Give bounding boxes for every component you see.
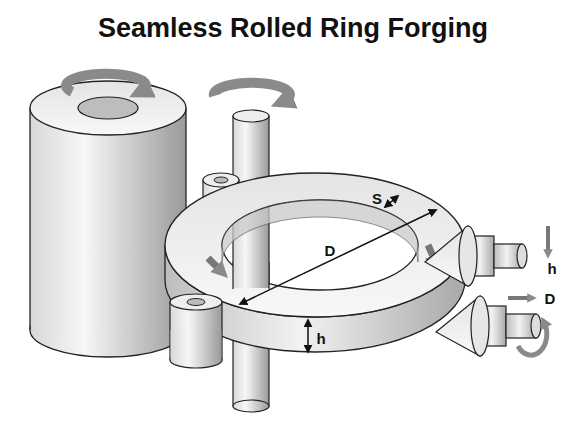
- ring-inner-wall: [222, 200, 418, 262]
- shaft-end: [517, 244, 527, 268]
- diagram-title: Seamless Rolled Ring Forging: [98, 13, 488, 44]
- shaft-end: [531, 314, 541, 338]
- main-roll-edge: [29, 108, 30, 330]
- wall-arrow: [385, 196, 398, 207]
- axial-motion-arrow: [546, 226, 550, 254]
- guide-roll-bore: [187, 299, 205, 306]
- flow-arrow: [208, 258, 222, 272]
- mandrel-edge: [268, 262, 269, 289]
- rotation-arrow: [66, 74, 146, 92]
- guide-roll: [170, 294, 222, 368]
- main-roll-body: [30, 108, 186, 330]
- height-label: h: [316, 330, 325, 347]
- mandrel-top: [233, 110, 269, 122]
- height-label: h: [547, 260, 556, 277]
- main-roll-bore: [78, 97, 138, 119]
- axial-cone-roll: [425, 226, 527, 286]
- wall-label: S: [372, 190, 382, 207]
- mandrel-roll: [233, 110, 269, 412]
- main-roll: [30, 81, 186, 357]
- main-roll-body-cover: [31, 108, 186, 330]
- guide-roll-bore: [214, 177, 228, 183]
- diameter-arrow: [240, 210, 436, 304]
- radial-motion-arrow: [508, 296, 532, 300]
- cone-base: [459, 226, 477, 286]
- guide-roll-body: [170, 302, 222, 360]
- axial-cone-roll: [436, 296, 541, 356]
- mandrel-in-bore: [233, 262, 269, 288]
- guide-roll-cover: [171, 330, 222, 360]
- mandrel-bottom: [233, 400, 269, 412]
- cone-base: [471, 296, 489, 356]
- mandrel-body: [233, 116, 269, 406]
- rotation-arrow: [214, 83, 290, 102]
- mandrel-edge: [232, 262, 233, 289]
- diameter-label: D: [325, 242, 336, 259]
- ring-top-face: [165, 173, 465, 317]
- main-roll-top: [30, 81, 186, 135]
- diameter-label: D: [545, 290, 556, 307]
- guide-roll-top: [170, 294, 222, 310]
- height-arrow: [307, 320, 309, 352]
- rotation-arrow: [518, 322, 547, 355]
